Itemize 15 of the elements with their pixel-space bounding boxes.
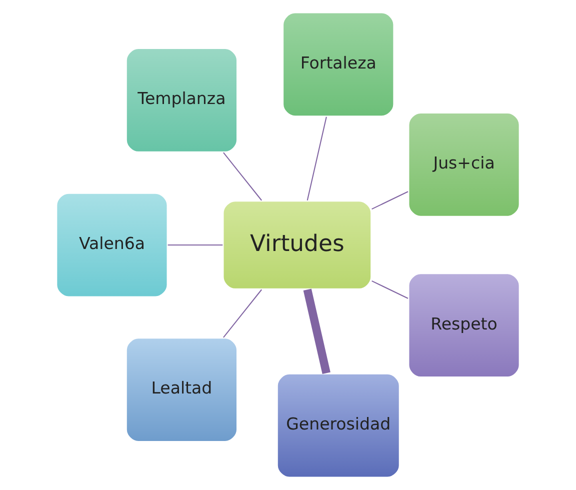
connector bbox=[372, 191, 408, 210]
connector bbox=[223, 152, 262, 201]
connector bbox=[303, 288, 330, 374]
node-box: Templanza bbox=[124, 46, 239, 154]
node-box: Jus+cia bbox=[407, 111, 521, 218]
node-box: Fortaleza bbox=[282, 11, 396, 118]
node-box: Valen6a bbox=[55, 192, 169, 298]
node-box: Lealtad bbox=[124, 336, 239, 444]
connector bbox=[306, 116, 327, 200]
connector bbox=[223, 289, 262, 338]
node-box: Respeto bbox=[407, 272, 521, 379]
connector bbox=[372, 280, 408, 299]
node-box: Generosidad bbox=[276, 372, 401, 479]
node-box: Virtudes bbox=[222, 200, 373, 290]
connector bbox=[168, 244, 223, 246]
